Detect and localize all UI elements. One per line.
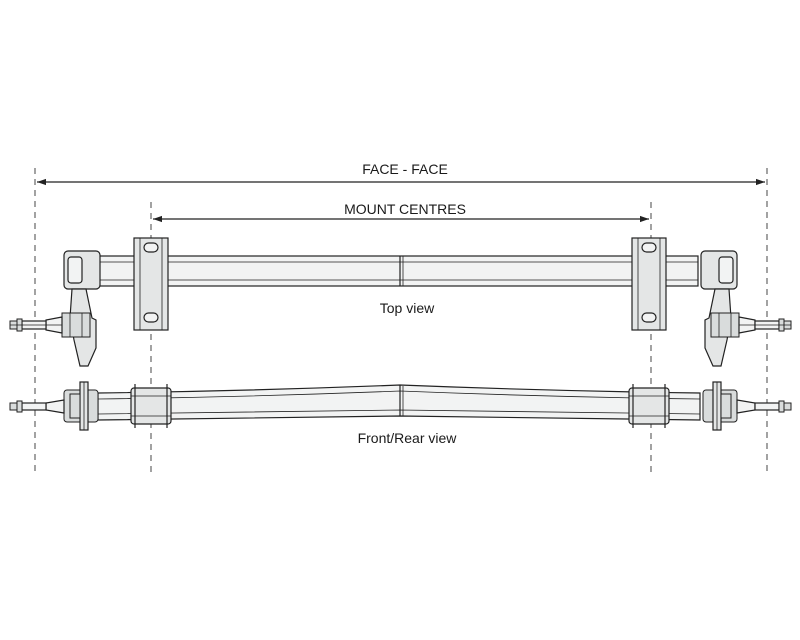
mount-centres-dimension: MOUNT CENTRES (153, 201, 649, 223)
top-view-right-mount-bracket (631, 237, 667, 331)
top-view-left-stub-axle (9, 250, 101, 367)
front-rear-view-axle: Front/Rear view (9, 381, 792, 446)
front-rear-view-right-stub-axle (702, 381, 792, 431)
front-rear-view-left-u-bolt (130, 384, 172, 428)
top-view-beam (97, 255, 699, 287)
front-rear-view-beam (97, 384, 701, 421)
face-to-face-dimension: FACE - FACE (37, 161, 765, 186)
mount-centres-label: MOUNT CENTRES (344, 201, 466, 217)
front-rear-view-left-stub-axle (9, 381, 99, 431)
face-to-face-label: FACE - FACE (362, 161, 448, 177)
top-view-left-mount-bracket (133, 237, 169, 331)
top-view-right-stub-axle (700, 250, 792, 367)
top-view-label: Top view (380, 300, 435, 316)
top-view-axle: Top view (9, 237, 792, 367)
front-rear-view-right-u-bolt (628, 384, 670, 428)
front-rear-view-label: Front/Rear view (358, 430, 458, 446)
